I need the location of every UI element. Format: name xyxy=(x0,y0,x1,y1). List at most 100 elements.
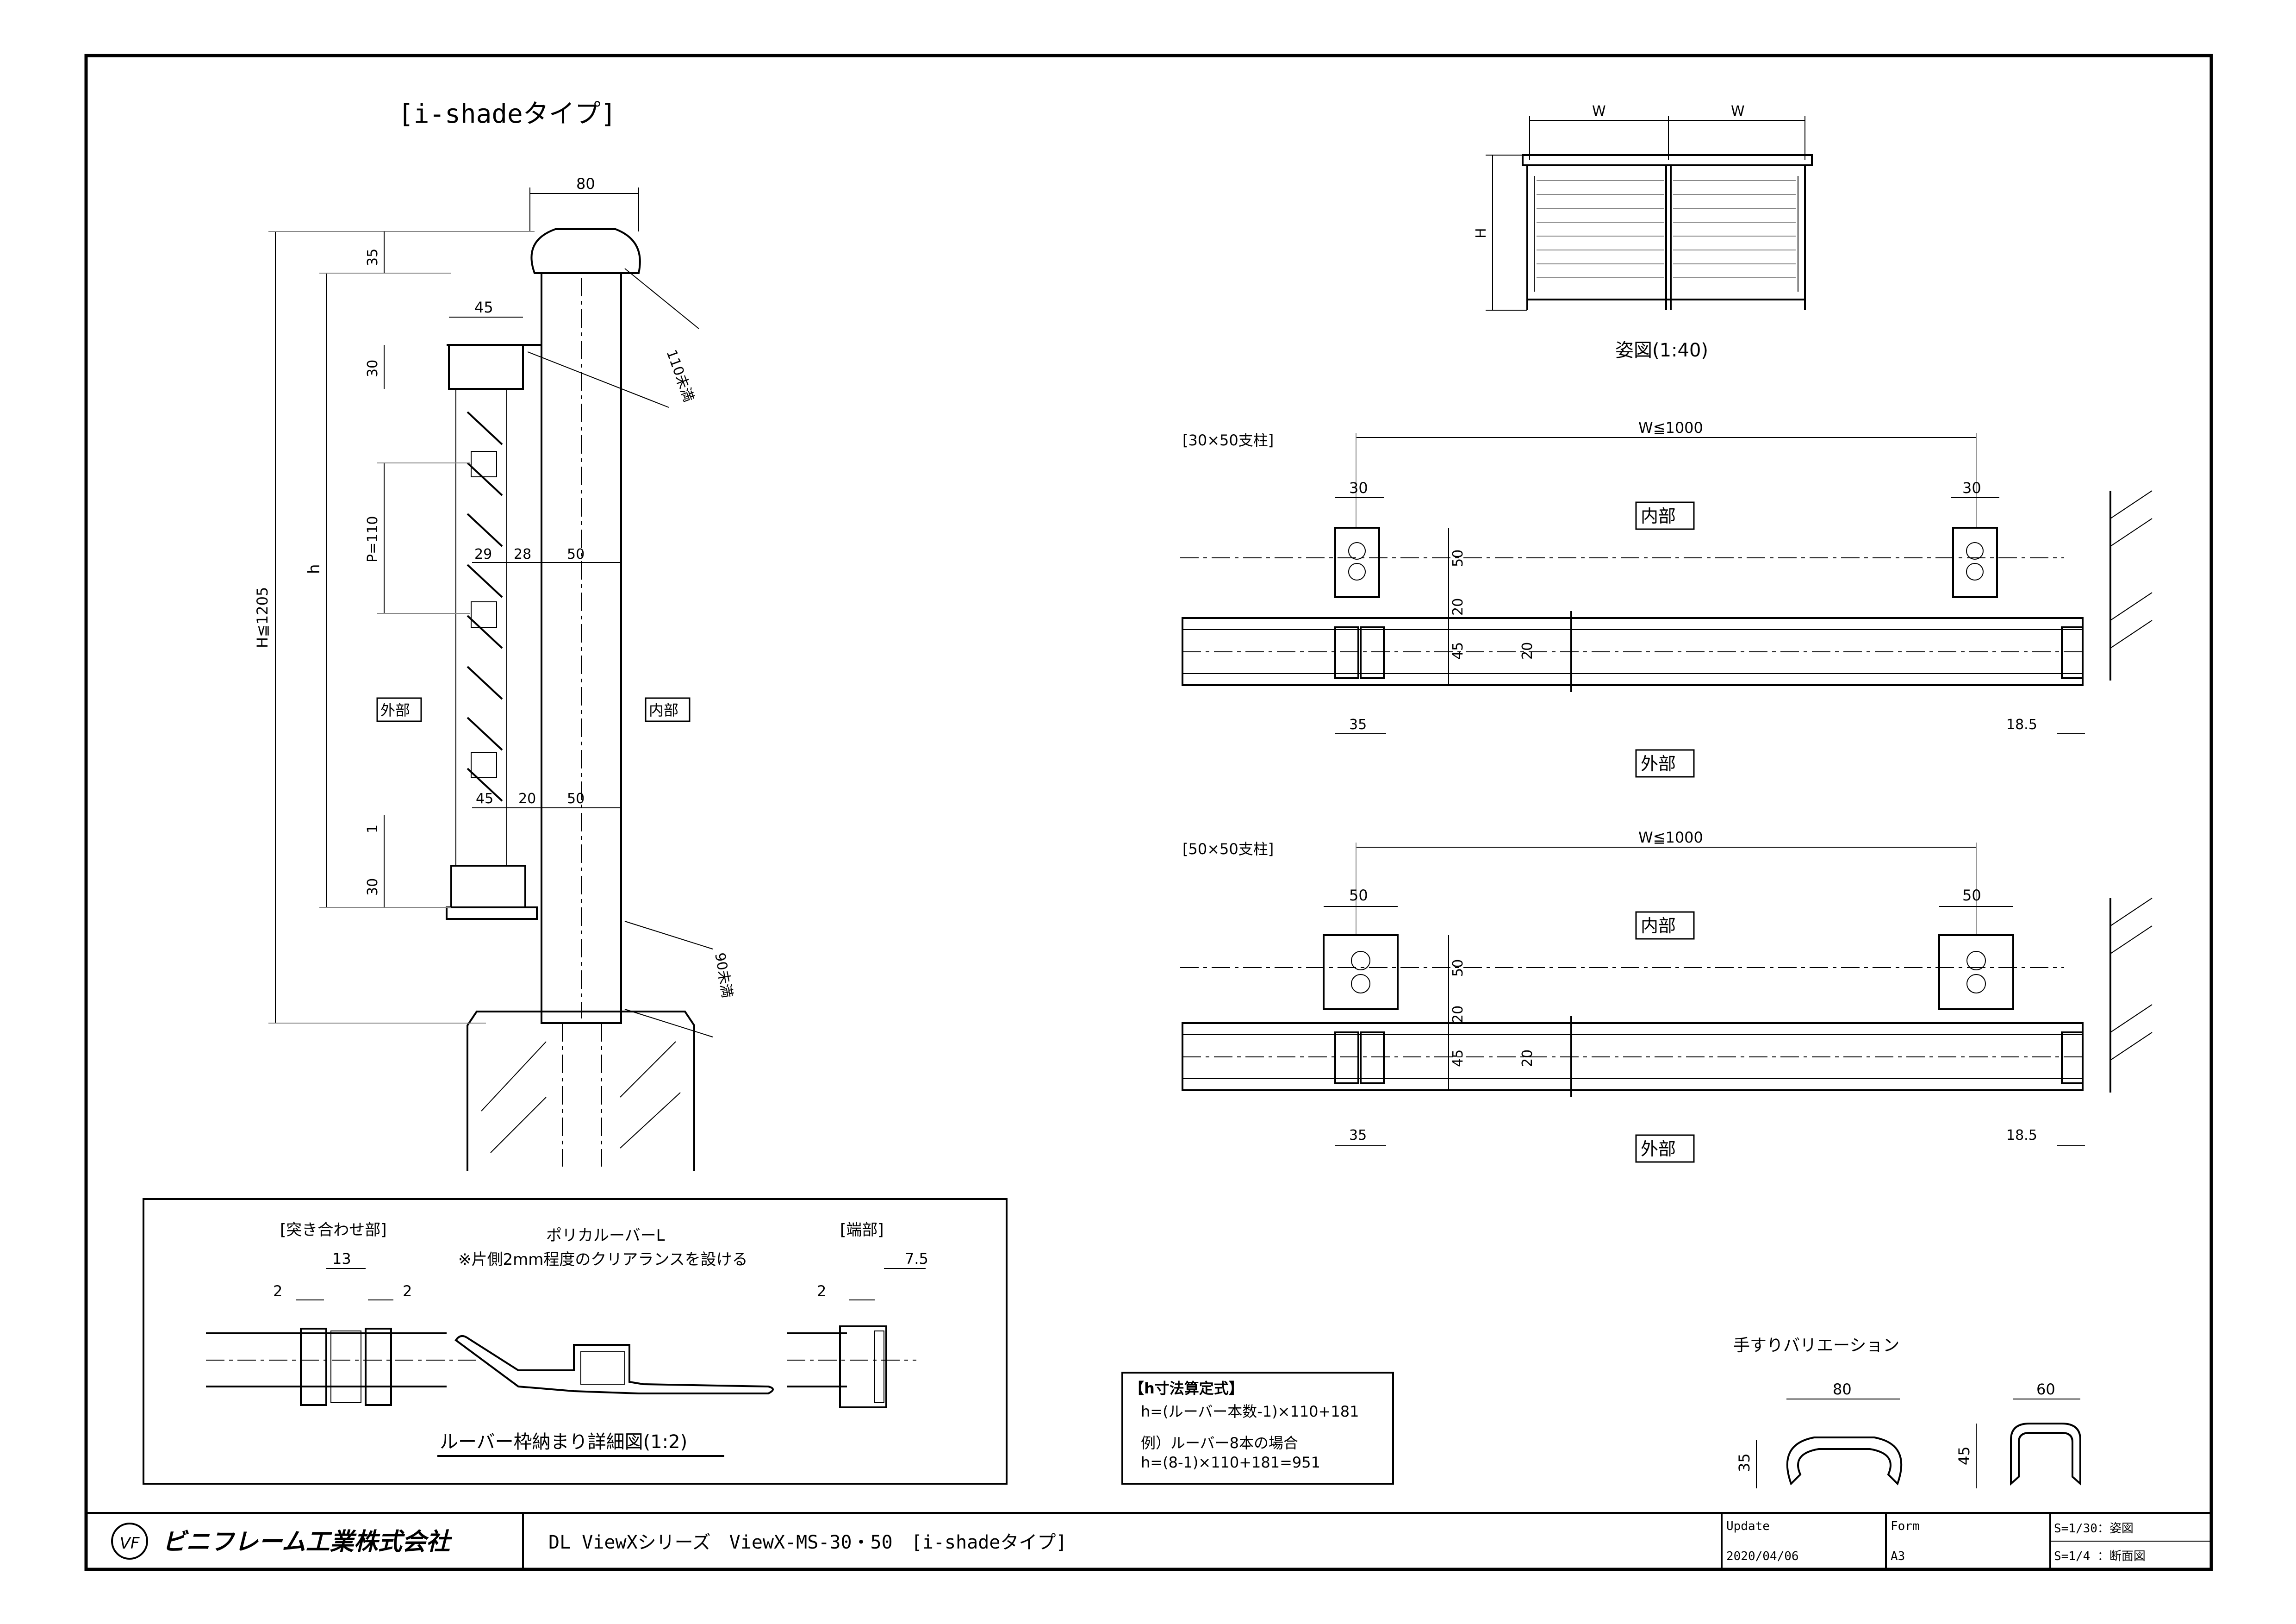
plan-50x50: [50×50支柱] W≦1000 50 50 50 20 45 20 35 18… xyxy=(1180,829,2153,1163)
plan50-left-50: 50 xyxy=(1349,887,1368,904)
plan50-title: [50×50支柱] xyxy=(1182,840,1274,858)
dim-50-bottom: 50 xyxy=(567,791,585,807)
dim-h: h xyxy=(305,564,324,574)
plan50-d45: 45 xyxy=(1450,1049,1466,1067)
elev-h: H xyxy=(1473,228,1489,238)
update-value: 2020/04/06 xyxy=(1726,1549,1799,1563)
drawing-title: DL ViewXシリーズ ViewX-MS-30・50 [i-shadeタイプ] xyxy=(548,1532,1067,1553)
svg-text:VF: VF xyxy=(120,1534,140,1553)
plan50-post-right xyxy=(1938,934,2014,1010)
dim-7-5: 7.5 xyxy=(905,1250,928,1268)
dim-30-top: 30 xyxy=(365,360,381,377)
company-logo: VF xyxy=(111,1523,148,1560)
plan30-post-right xyxy=(1952,527,1998,598)
end-part-label: [端部] xyxy=(840,1221,884,1239)
dim-28: 28 xyxy=(514,546,531,562)
plan30-inside: 内部 xyxy=(1641,506,1676,526)
butt-joint-profile-left xyxy=(300,1328,327,1406)
plan-30x50: [30×50支柱] W≦1000 30 30 50 20 45 20 35 18… xyxy=(1180,419,2153,778)
end-profile xyxy=(839,1325,887,1408)
formula-line2: 例）ルーバー8本の場合 xyxy=(1141,1434,1298,1452)
plan50-outside: 外部 xyxy=(1641,1139,1676,1159)
handrail-60-profile xyxy=(2010,1423,2081,1486)
louver-detail: [突き合わせ部] ポリカルーバーL ※片側2mm程度のクリアランスを設ける [端… xyxy=(143,1198,1008,1485)
elev-w1: W xyxy=(1592,103,1606,119)
handrail-title: 手すりバリエーション xyxy=(1733,1336,1899,1355)
form-value: A3 xyxy=(1891,1549,1905,1563)
label-inside-main: 内部 xyxy=(649,701,678,719)
bottom-rail xyxy=(450,865,526,908)
formula-line1: h=(ルーバー本数-1)×110+181 xyxy=(1141,1403,1359,1420)
dim-90-less: 90未満 xyxy=(711,951,735,999)
dim-2-b: 2 xyxy=(403,1282,412,1300)
top-rail xyxy=(448,344,524,390)
butt-joint-label: [突き合わせ部] xyxy=(280,1221,387,1239)
dim-20-bottom: 20 xyxy=(518,791,536,807)
handrail-variations: 手すりバリエーション 80 35 60 45 xyxy=(1733,1336,2081,1488)
dim-2-a: 2 xyxy=(273,1282,282,1300)
louver-detail-frame xyxy=(143,1198,1008,1485)
clearance-note: ※片側2mm程度のクリアランスを設ける xyxy=(458,1250,748,1269)
polycarbonate-louver xyxy=(454,1335,774,1394)
plan30-w: W≦1000 xyxy=(1638,419,1703,437)
elev-louvers xyxy=(1537,180,1796,278)
plan50-d20: 20 xyxy=(1450,1006,1466,1023)
dim-h-total: H≦1205 xyxy=(254,587,271,648)
dim-top-width: 80 xyxy=(576,175,595,193)
plan30-d20: 20 xyxy=(1450,598,1466,616)
dim-29: 29 xyxy=(474,546,492,562)
plan50-post-left xyxy=(1323,934,1399,1010)
form-label: Form xyxy=(1891,1519,1920,1533)
formula-title: 【h寸法算定式】 xyxy=(1129,1380,1244,1397)
scale-section: S=1/4 ：断面図 xyxy=(2054,1549,2146,1563)
main-section-title: [i-shadeタイプ] xyxy=(398,99,616,129)
louver-name: ポリカルーバーL xyxy=(546,1226,665,1245)
handrail-h45: 45 xyxy=(1955,1446,1973,1465)
dim-2-c: 2 xyxy=(817,1282,826,1300)
handrail-h35: 35 xyxy=(1736,1453,1753,1472)
label-outside-main: 外部 xyxy=(380,701,410,719)
elevation-caption: 姿図(1:40) xyxy=(1615,340,1708,361)
formula-line3: h=(8-1)×110+181=951 xyxy=(1141,1454,1320,1471)
elev-top-rail xyxy=(1522,154,1813,166)
plan50-d50: 50 xyxy=(1450,959,1466,977)
plan30-d50: 50 xyxy=(1450,550,1466,567)
dim-1: 1 xyxy=(365,824,381,833)
handrail-w80: 80 xyxy=(1833,1380,1852,1398)
dim-rail-width: 45 xyxy=(474,299,493,316)
base-wall xyxy=(467,1011,695,1171)
butt-joint-profile-right xyxy=(365,1328,392,1406)
handrail-w60: 60 xyxy=(2036,1380,2055,1398)
dim-45-bottom: 45 xyxy=(476,791,493,807)
plan50-d35: 35 xyxy=(1349,1127,1367,1143)
dim-13: 13 xyxy=(332,1250,351,1268)
formula-frame xyxy=(1121,1372,1394,1485)
plan30-left-30: 30 xyxy=(1349,479,1368,497)
post xyxy=(541,272,622,1024)
plan30-d35: 35 xyxy=(1349,717,1367,733)
louver-detail-caption: ルーバー枠納まり詳細図(1:2) xyxy=(440,1431,687,1453)
elev-w2: W xyxy=(1731,103,1745,119)
plan30-d18: 18.5 xyxy=(2006,717,2037,733)
plan30-d45: 45 xyxy=(1450,642,1466,660)
sheet-border xyxy=(84,54,2213,1571)
top-handrail xyxy=(530,228,641,274)
main-section-drawing: [i-shadeタイプ] 80 45 H≦1205 xyxy=(254,99,735,1171)
louver-slats xyxy=(467,411,503,802)
plan50-right-50: 50 xyxy=(1962,887,1981,904)
plan30-right-30: 30 xyxy=(1962,479,1981,497)
handrail-80-profile xyxy=(1786,1437,1903,1486)
plan30-title: [30×50支柱] xyxy=(1182,431,1274,449)
title-block: VF ビニフレーム工業株式会社 DL ViewXシリーズ ViewX-MS-30… xyxy=(111,1513,2211,1569)
plan30-post-left xyxy=(1334,527,1380,598)
plan50-d20b: 20 xyxy=(1519,1049,1536,1067)
dim-30-bottom: 30 xyxy=(365,878,381,896)
formula-box: 【h寸法算定式】 h=(ルーバー本数-1)×110+181 例）ルーバー8本の場… xyxy=(1121,1372,1394,1485)
plan30-d20b: 20 xyxy=(1519,642,1536,660)
dim-50-top: 50 xyxy=(567,546,585,562)
plan50-w: W≦1000 xyxy=(1638,829,1703,846)
company-name: ビニフレーム工業株式会社 xyxy=(162,1528,452,1556)
dim-35: 35 xyxy=(365,249,381,266)
plan50-inside: 内部 xyxy=(1641,916,1676,936)
